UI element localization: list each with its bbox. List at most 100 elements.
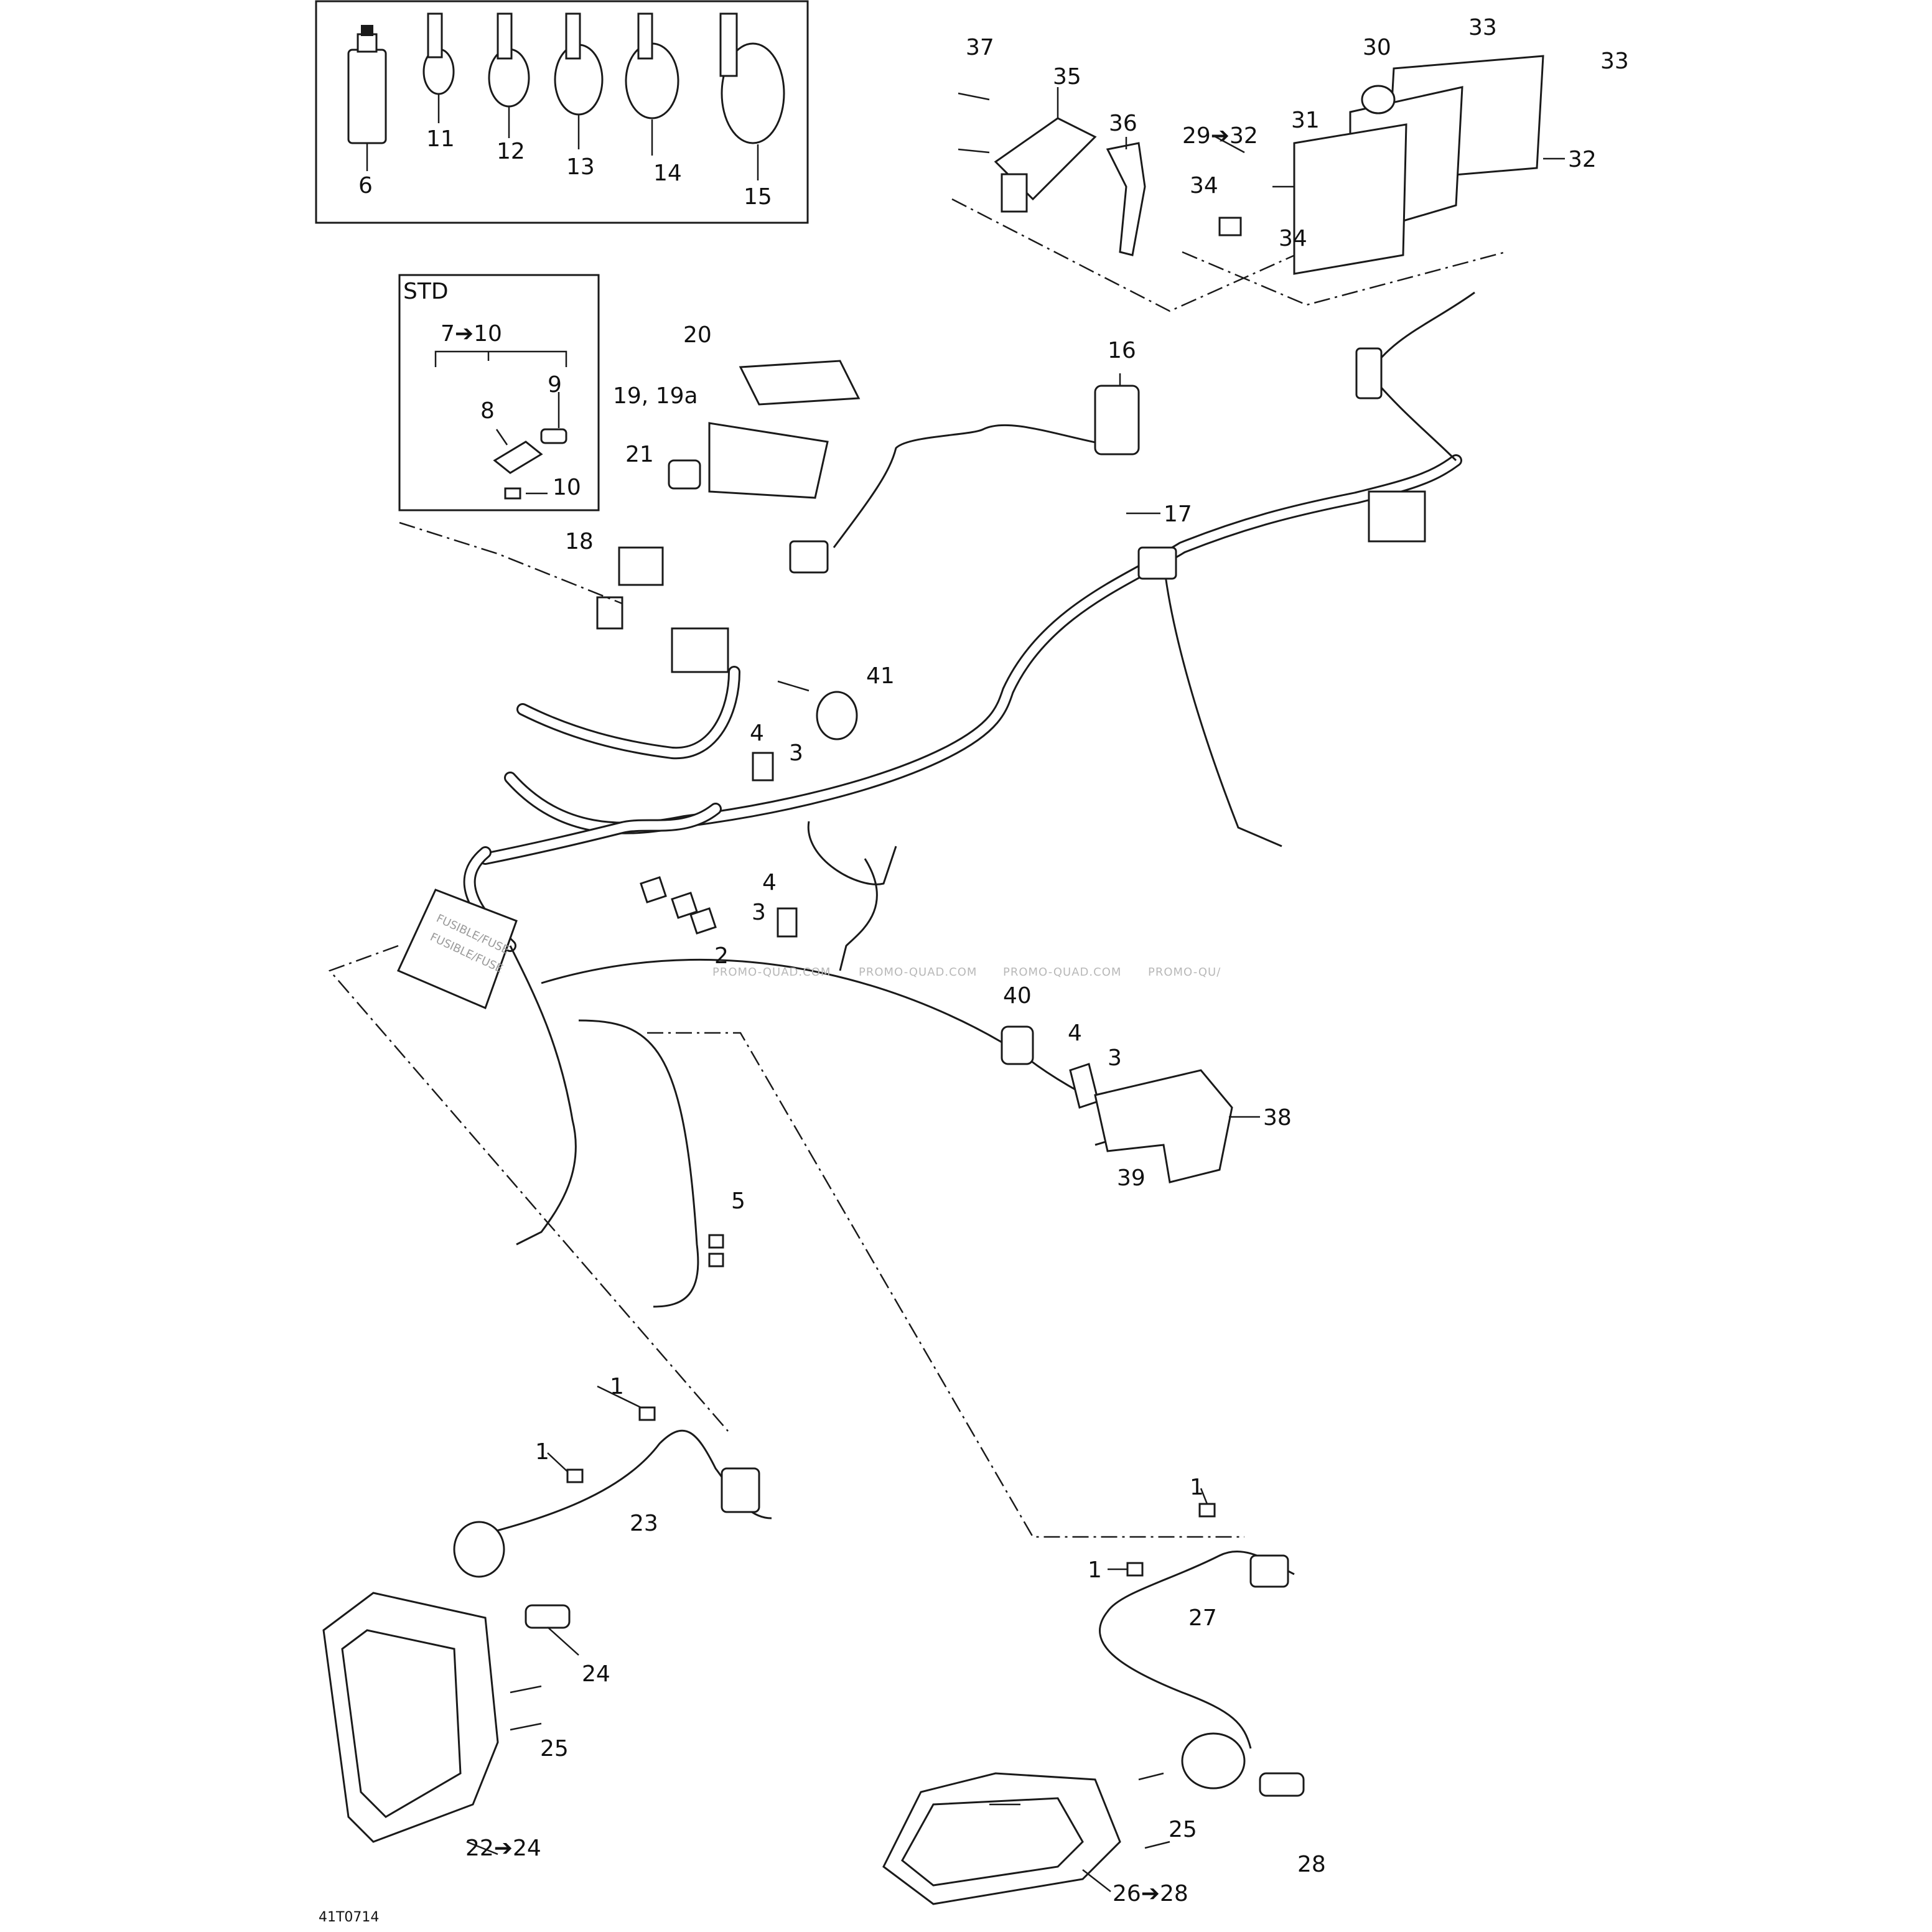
multifunction-gauge [708, 422, 829, 499]
callout-40: 40 [1003, 983, 1032, 1009]
bracket-3-lower [777, 907, 798, 938]
callout-13: 13 [566, 154, 595, 180]
callout-4b: 4 [762, 870, 777, 895]
regulator-assembly-outline [951, 198, 1407, 312]
clip-1-right-a [1198, 1503, 1216, 1518]
support-bracket [1094, 1069, 1233, 1183]
callout-3c: 3 [1108, 1045, 1122, 1071]
callout-25b: 25 [1169, 1817, 1197, 1842]
headlight-left [322, 1592, 499, 1843]
callout-33b: 33 [1600, 49, 1629, 74]
callout-10: 10 [553, 475, 581, 500]
bulb-socket-left [453, 1521, 505, 1578]
connector-5 [708, 1234, 724, 1267]
bulb-socket-right [1181, 1732, 1246, 1790]
callout-14: 14 [653, 161, 682, 186]
callout-30: 30 [1363, 35, 1391, 60]
callout-33a: 33 [1468, 15, 1497, 40]
bracket-3-center [752, 752, 774, 782]
voltage-regulator [994, 87, 1097, 213]
accessory-wire [578, 1019, 699, 1308]
fuse-holder-16 [1094, 373, 1140, 455]
clip-1-left-b [566, 1468, 584, 1483]
key-switch [668, 459, 701, 490]
cable-tie-13 [554, 12, 604, 149]
clip-1-right-b [1126, 1562, 1144, 1577]
relay-18 [618, 546, 664, 586]
callout-7-10: 7➔10 [441, 321, 502, 347]
callout-1a: 1 [610, 1374, 624, 1399]
callout-1d: 1 [1088, 1557, 1102, 1583]
callout-6: 6 [358, 173, 373, 198]
callout-24: 24 [582, 1661, 610, 1687]
harness-connectors [596, 347, 1426, 673]
cable-tie-11 [422, 12, 455, 123]
callout-4a: 4 [750, 721, 764, 746]
connector-kit [434, 350, 567, 500]
callout-26-28: 26➔28 [1113, 1881, 1188, 1906]
cable-tie-14 [625, 12, 679, 156]
callout-19: 19, 19a [613, 383, 698, 409]
screws-right [1138, 1772, 1170, 1849]
callout-29-32: 29➔32 [1182, 123, 1258, 149]
headlight-harness-connector-left [721, 1467, 760, 1513]
callout-11: 11 [426, 126, 455, 152]
callout-23: 23 [630, 1511, 658, 1536]
watermark-2: PROMO-QUAD.COM [859, 966, 977, 979]
watermark-4: PROMO-QU/ [1148, 966, 1221, 979]
callout-21: 21 [625, 442, 654, 467]
callout-34b: 34 [1279, 226, 1307, 251]
fuse-box: FUSIBLE/FUSE FUSIBLE/FUSE [396, 889, 518, 1010]
callout-17: 17 [1164, 502, 1192, 527]
long-accessory-wire [541, 958, 1136, 1146]
link-line-3 [647, 1032, 1244, 1538]
bulb-right [1259, 1772, 1305, 1797]
bulb-left [525, 1604, 579, 1656]
taillight-assembly-outline [1182, 251, 1506, 306]
callout-28: 28 [1297, 1852, 1326, 1877]
ground-wire [509, 945, 577, 1246]
callout-2: 2 [714, 943, 729, 969]
callout-1c: 1 [1190, 1475, 1204, 1500]
kit-box-label: STD [403, 279, 449, 304]
callout-12: 12 [497, 139, 525, 164]
callout-35: 35 [1053, 64, 1081, 90]
callout-37: 37 [966, 35, 994, 60]
callout-20: 20 [683, 322, 712, 348]
diagram-id: 41T0714 [319, 1910, 379, 1925]
callout-27: 27 [1188, 1605, 1217, 1631]
screws-left [466, 1685, 542, 1855]
callout-38: 38 [1263, 1105, 1292, 1131]
lubricant-tube [347, 25, 387, 171]
callout-9: 9 [548, 372, 562, 398]
callout-41: 41 [866, 663, 895, 689]
cable-tie-15 [719, 12, 785, 180]
callout-3a: 3 [789, 740, 803, 766]
callout-5: 5 [731, 1188, 745, 1214]
callout-31: 31 [1291, 108, 1320, 133]
harness-clips [640, 876, 717, 935]
callout-4c: 4 [1068, 1020, 1082, 1046]
connector-40 [1001, 1025, 1034, 1065]
regulator-bracket [1106, 137, 1146, 256]
bracket-3-right [1069, 1063, 1099, 1109]
callout-15: 15 [744, 184, 772, 210]
callout-3b: 3 [752, 900, 766, 925]
regulator-bolts [958, 92, 990, 154]
callout-34a: 34 [1190, 173, 1218, 198]
main-wiring-harness [463, 291, 1475, 971]
callout-32: 32 [1568, 147, 1597, 172]
callout-8: 8 [480, 398, 495, 424]
accessory-outlet [777, 680, 858, 740]
cable-tie-12 [488, 12, 530, 138]
leader-lines [547, 134, 1565, 1892]
headlight-wire-right [1099, 1550, 1295, 1749]
consumables-box [315, 0, 809, 224]
callout-18: 18 [565, 529, 594, 554]
link-line-1 [399, 521, 623, 605]
callout-1b: 1 [535, 1439, 549, 1465]
callout-36: 36 [1109, 111, 1137, 136]
callout-25a: 25 [540, 1736, 569, 1762]
gauge-cover [739, 360, 861, 406]
